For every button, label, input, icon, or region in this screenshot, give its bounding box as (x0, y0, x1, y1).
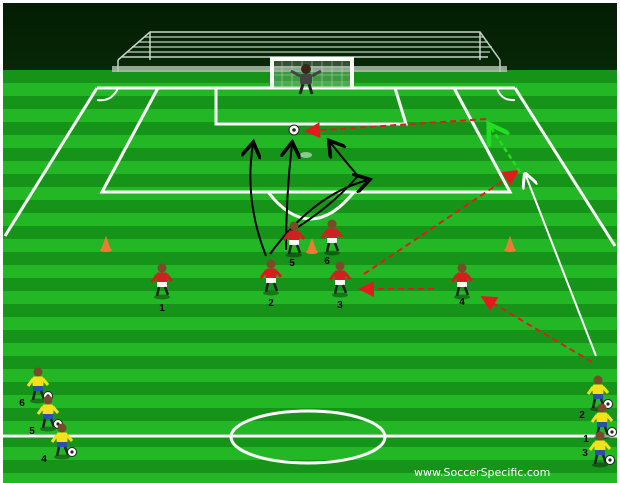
player-icon (320, 219, 344, 256)
center-circle (229, 409, 387, 465)
run-arrow (526, 176, 597, 357)
pitch-stripe (3, 174, 617, 187)
pitch-stripe (3, 317, 617, 330)
pitch-stripe (3, 291, 617, 304)
player-number-label: 3 (337, 300, 343, 311)
pitch-stripe (3, 382, 617, 395)
pitch-stripe (3, 408, 617, 421)
pitch-stripe (3, 109, 617, 122)
pitch-stripe (3, 447, 617, 460)
pitch-stripe (3, 161, 617, 174)
ball-icon (605, 455, 615, 465)
pitch-stripe (3, 330, 617, 343)
player-number-label: 3 (582, 448, 588, 459)
ball-icon (67, 447, 77, 457)
credit-text: www.SoccerSpecific.com (414, 466, 550, 479)
pitch-lines (3, 86, 617, 465)
goalkeeper-icon (290, 64, 322, 95)
pitch-stripe (3, 369, 617, 382)
pitch-stripe (3, 265, 617, 278)
penalty-spot (300, 152, 312, 158)
pitch-stripe (3, 252, 617, 265)
ball-icon (607, 427, 617, 437)
right-touchline (513, 87, 617, 247)
player-icon (150, 263, 174, 300)
player-icon (259, 259, 283, 296)
penalty-area (99, 87, 513, 194)
pitch-stripe (3, 226, 617, 239)
cone-icon (306, 238, 318, 254)
pitch-stripe (3, 135, 617, 148)
pitch-stripe (3, 460, 617, 473)
left-touchline (3, 87, 99, 237)
ball-icon (288, 124, 300, 136)
pitch-stripe (3, 343, 617, 356)
player-number-label: 2 (268, 298, 274, 309)
player-number-label: 2 (579, 410, 585, 421)
pitch-stripe (3, 421, 617, 434)
player-icon (50, 423, 77, 460)
player-number-label: 6 (324, 256, 330, 267)
player-icon (328, 261, 352, 298)
dribble-arrow (490, 126, 522, 173)
pitch-stripe (3, 473, 617, 483)
player-icon (450, 263, 474, 300)
player-number-label: 5 (29, 426, 35, 437)
player-number-label: 1 (583, 434, 589, 445)
player-icon (588, 431, 615, 468)
player-icon (36, 395, 63, 432)
player-number-label: 1 (159, 303, 165, 314)
player-icon (282, 221, 306, 258)
player-number-label: 4 (41, 454, 47, 465)
player-number-label: 4 (459, 297, 465, 308)
pitch-stripe (3, 356, 617, 369)
cone-icon (100, 236, 112, 252)
cone-icon (504, 236, 516, 252)
pass-arrows (304, 118, 593, 363)
pitch-stripe (3, 304, 617, 317)
player-number-label: 6 (19, 398, 25, 409)
goal-icon (270, 57, 354, 89)
labels-layer: 1 2 3 4 5 6 6 5 4 2 1 3 (19, 256, 589, 465)
players-layer (26, 219, 617, 468)
pitch-stripe (3, 395, 617, 408)
pitch-stripe (3, 278, 617, 291)
pitch-stripe (3, 200, 617, 213)
player-number-label: 5 (289, 258, 295, 269)
pitch-stripes (3, 70, 617, 483)
